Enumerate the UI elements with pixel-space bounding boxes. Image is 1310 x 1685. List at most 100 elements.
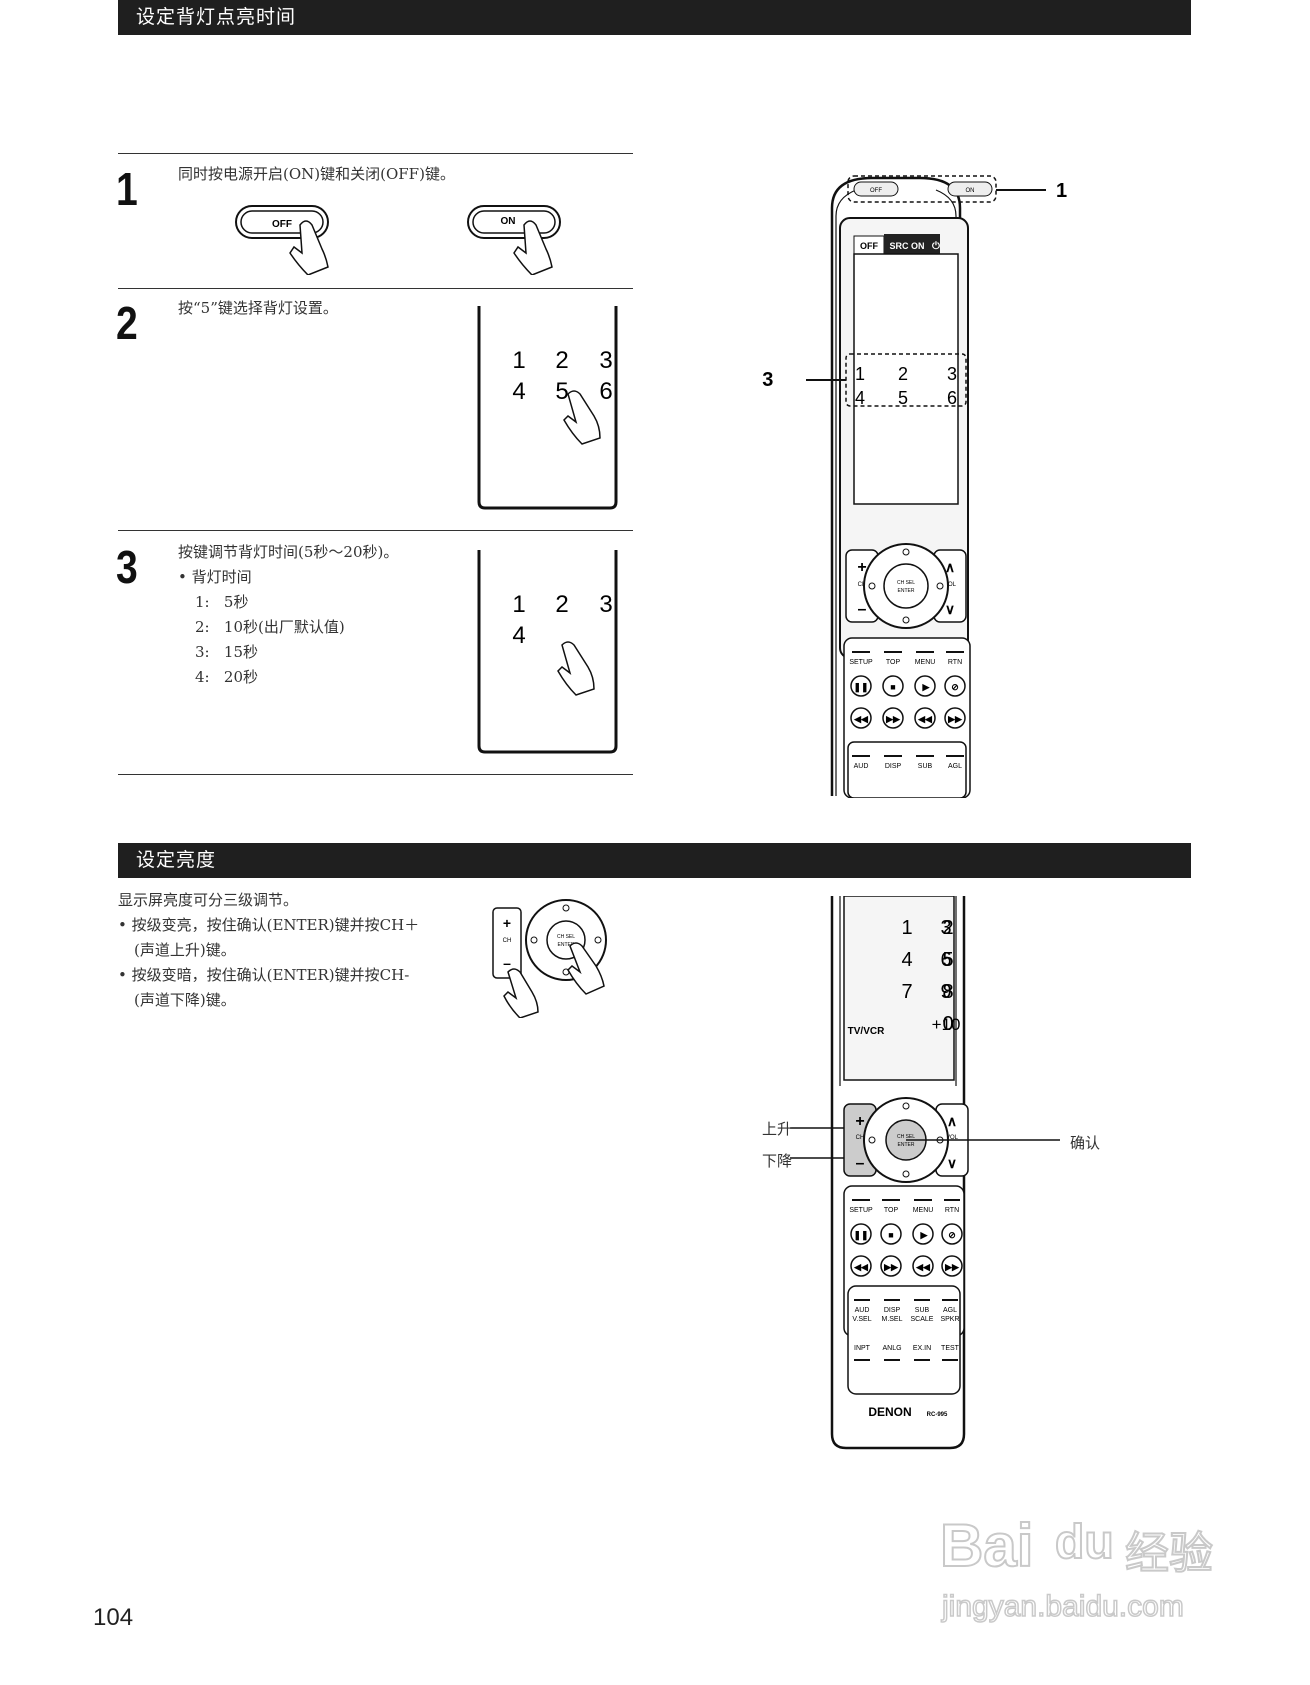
key-2: 2: [555, 591, 568, 618]
key-plus10: +10: [932, 1015, 961, 1034]
key-5: 5: [942, 949, 953, 971]
svg-text:◀◀: ◀◀: [853, 714, 869, 724]
tab-src-label: SRC ON: [889, 241, 924, 251]
svg-text:⊘: ⊘: [951, 682, 959, 692]
vol-down-label: ∨: [947, 1155, 957, 1171]
option-row: 2: 10秒(出厂默认值): [195, 618, 345, 636]
step-number-2: 2: [116, 297, 138, 349]
rtn-label: RTN: [945, 1207, 959, 1214]
divider: [118, 288, 633, 289]
step3-screen-illustration: 1 2 3 4: [477, 550, 618, 754]
menu-label: MENU: [915, 659, 936, 666]
key-1: 1: [855, 364, 865, 384]
svg-text:▶▶: ▶▶: [885, 714, 901, 724]
vsel-label: V.SEL: [852, 1316, 871, 1323]
key-4: 4: [512, 378, 525, 405]
sub-label: SUB: [918, 763, 933, 770]
baidu-watermark: Bai du 经验 jingyan.baidu.com: [930, 1485, 1230, 1625]
step-number-3: 3: [116, 541, 138, 593]
divider: [118, 530, 633, 531]
power-icon: ⏻: [932, 240, 940, 252]
label-down: 下降: [762, 1152, 793, 1170]
divider: [118, 153, 633, 154]
option-row: 3: 15秒: [195, 643, 259, 661]
mini-plus-label: +: [503, 915, 511, 931]
step1-text: 同时按电源开启(ON)键和关闭(OFF)键。: [178, 165, 455, 183]
mute-icon: [941, 1223, 963, 1245]
finger-icon: [557, 641, 595, 696]
key-9: 9: [940, 981, 951, 1003]
finger-icon: [563, 390, 601, 445]
step2-text: 按“5”键选择背灯设置。: [178, 299, 338, 317]
finger-icon: [503, 968, 539, 1018]
vol-label: VOL: [944, 582, 957, 588]
vol-up-label: ∧: [947, 1113, 957, 1129]
agl-label: AGL: [943, 1307, 957, 1314]
enter-top-label: CH SEL: [897, 580, 915, 586]
rewind-icon: [850, 707, 872, 729]
menu-label: MENU: [913, 1207, 934, 1214]
enter-label: ENTER: [898, 1142, 915, 1148]
on-button-illustration: ON: [467, 205, 561, 275]
skip-back-icon: [914, 707, 936, 729]
enter-label: ENTER: [898, 588, 915, 594]
rewind-icon: [850, 1255, 872, 1277]
option-row: 4: 20秒: [195, 668, 259, 686]
exin-label: EX.IN: [913, 1345, 931, 1352]
sub-label: SUB: [915, 1307, 930, 1314]
aud-label: AUD: [854, 763, 869, 770]
anlg-label: ANLG: [882, 1345, 901, 1352]
remote-illustration-top: OFF ON 1 OFF SRC ON ⏻ 1 2 3 4 5 6 2, 3 +…: [760, 175, 1067, 798]
svg-text:▶: ▶: [922, 682, 931, 692]
key-5: 5: [555, 378, 568, 405]
callout-2-3: 2, 3: [760, 369, 773, 391]
play-icon: [914, 675, 936, 697]
skip-back-icon: [912, 1255, 934, 1277]
svg-text:▶▶: ▶▶: [883, 1262, 899, 1272]
setup-label: SETUP: [849, 659, 873, 666]
key-3: 3: [599, 347, 612, 374]
svg-text:◀◀: ◀◀: [853, 1262, 869, 1272]
vol-label: VOL: [946, 1135, 959, 1141]
tvvcr-label: TV/VCR: [848, 1026, 885, 1037]
step3-text: 按键调节背灯时间(5秒～20秒)。: [178, 543, 399, 561]
key-1: 1: [901, 917, 912, 939]
off-label: OFF: [272, 219, 292, 230]
vol-down-label: ∨: [945, 601, 955, 617]
label-up: 上升: [762, 1120, 793, 1138]
msel-label: M.SEL: [881, 1316, 902, 1323]
top-label: TOP: [884, 1207, 899, 1214]
brightness-bullet-cont: (声道下降)键。: [134, 991, 236, 1009]
key-3: 3: [940, 917, 951, 939]
rtn-label: RTN: [948, 659, 962, 666]
svg-text:❚❚: ❚❚: [853, 682, 868, 693]
ch-label: CH: [858, 582, 867, 588]
brightness-bullet-cont: (声道上升)键。: [134, 941, 236, 959]
ch-plus-label: +: [855, 1113, 864, 1130]
key-2: 2: [555, 347, 568, 374]
section-title-brightness: 设定亮度: [118, 843, 1191, 878]
section-title-backlight: 设定背灯点亮时间: [118, 0, 1191, 35]
disp-label: DISP: [885, 763, 902, 770]
skip-forward-icon: [944, 707, 966, 729]
top-on-label: ON: [966, 188, 975, 194]
key-3: 3: [947, 364, 957, 384]
key-2: 2: [942, 917, 953, 939]
key-1: 1: [512, 347, 525, 374]
mute-icon: [944, 675, 966, 697]
svg-text:■: ■: [890, 682, 895, 692]
svg-text:▶▶: ▶▶: [944, 1262, 960, 1272]
brightness-intro: 显示屏亮度可分三级调节。: [118, 891, 299, 909]
skip-forward-icon: [941, 1255, 963, 1277]
enter-top-label: CH SEL: [897, 1134, 915, 1140]
agl-label: AGL: [948, 763, 962, 770]
key-3: 3: [599, 591, 612, 618]
tab-off-label: OFF: [860, 241, 878, 251]
inpt-label: INPT: [854, 1345, 871, 1352]
ch-plus-label: +: [857, 559, 866, 576]
vol-up-label: ∧: [945, 559, 955, 575]
key-6: 6: [599, 378, 612, 405]
remote-illustration-bottom: 1 2 3 4 5 6 7 8 9 0 +10 TV/VCR + CH – ∧ …: [790, 896, 1060, 1450]
setup-label: SETUP: [849, 1207, 873, 1214]
pause-icon: [850, 675, 872, 697]
